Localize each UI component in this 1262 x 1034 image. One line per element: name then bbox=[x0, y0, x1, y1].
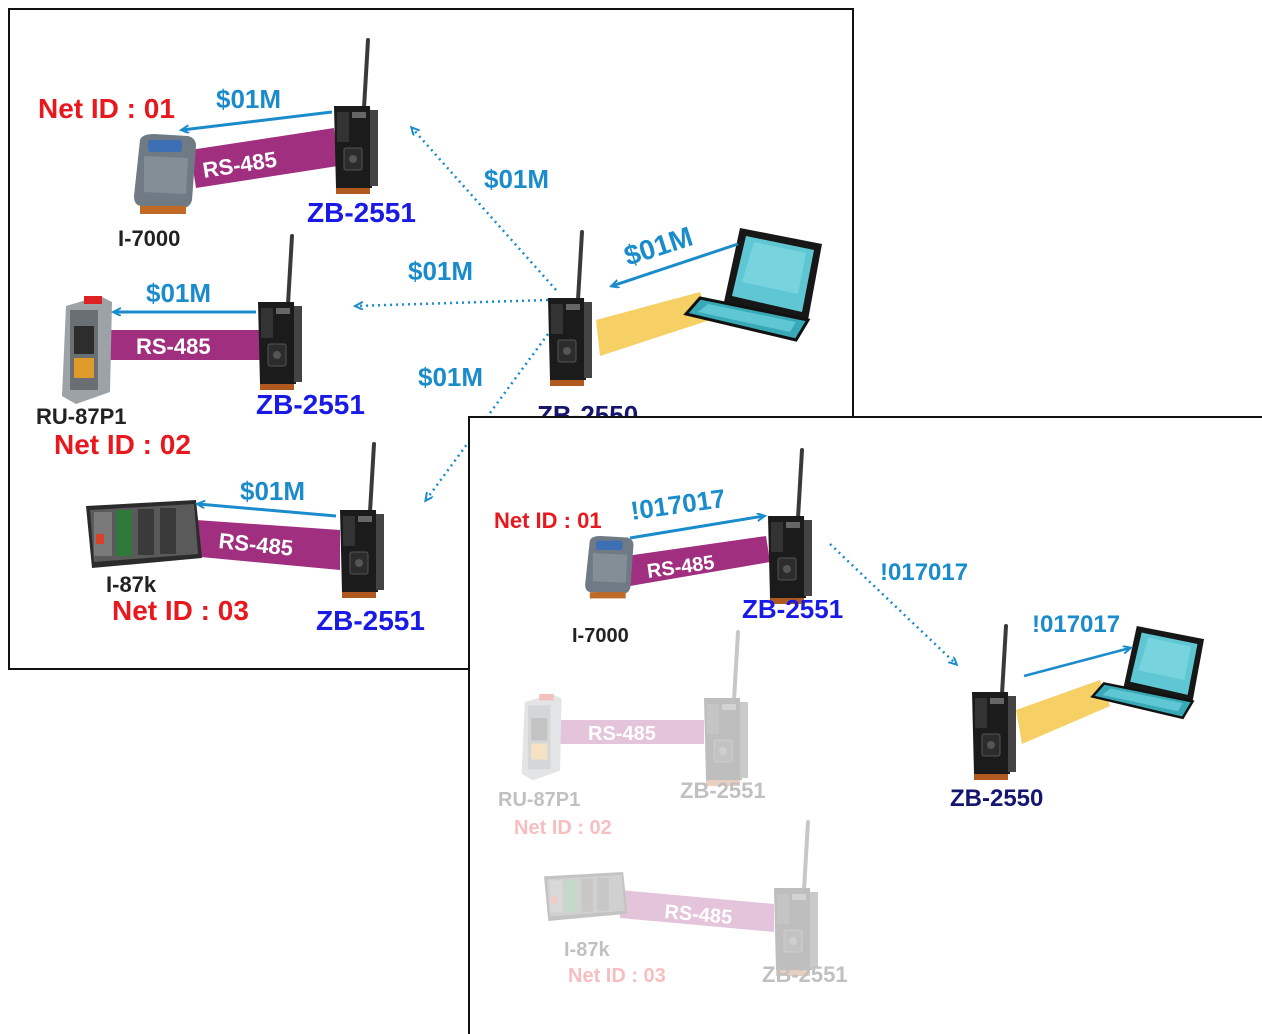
response-node-2-model: RU-87P1 bbox=[498, 789, 580, 811]
response-node-3-net-id: Net ID : 03 bbox=[568, 965, 666, 987]
response-ru87p1-icon bbox=[521, 694, 562, 781]
response-node-2-inactive: RS-485 RU-87P1 Net ID : 02 ZB-2551 bbox=[498, 630, 766, 839]
node-1-device: ZB-2551 bbox=[307, 197, 416, 228]
rs485-band-3 bbox=[190, 520, 340, 570]
node-3-net-id: Net ID : 03 bbox=[112, 595, 249, 626]
node-3-command: $01M bbox=[240, 476, 305, 506]
response-node-2-device: ZB-2551 bbox=[680, 778, 766, 803]
node-1-model: I-7000 bbox=[118, 226, 180, 251]
response-wireless-link bbox=[829, 543, 956, 664]
usb-link-band bbox=[596, 292, 710, 356]
response-node-2-net-id: Net ID : 02 bbox=[514, 817, 612, 839]
node-3-model: I-87k bbox=[106, 572, 157, 597]
node-2-device: ZB-2551 bbox=[256, 389, 365, 420]
node-3-device: ZB-2551 bbox=[316, 605, 425, 636]
response-node-1-arrow bbox=[629, 516, 764, 540]
response-rs485-band-1 bbox=[626, 536, 770, 586]
response-zigbee-device-3-icon bbox=[772, 820, 820, 978]
rs485-band-2 bbox=[100, 330, 260, 360]
response-rs485-label-2: RS-485 bbox=[588, 723, 656, 745]
response-converter-name: ZB-2550 bbox=[950, 785, 1043, 812]
wireless-link-2 bbox=[356, 298, 549, 306]
response-rs485-band-2 bbox=[560, 720, 704, 744]
response-pc-arrow bbox=[1023, 648, 1130, 678]
rs485-band-1 bbox=[190, 128, 338, 188]
response-usb-band bbox=[1016, 680, 1110, 744]
wireless-link-1 bbox=[412, 128, 557, 291]
response-node-1-net-id: Net ID : 01 bbox=[494, 508, 602, 533]
response-panel bbox=[468, 416, 1262, 1034]
wireless-link-1-label: $01M bbox=[484, 164, 549, 194]
response-node-1-command: !017017 bbox=[629, 483, 728, 526]
node-1-command-arrow bbox=[182, 110, 333, 130]
node-2-command: $01M bbox=[146, 278, 211, 308]
rs485-label-2: RS-485 bbox=[136, 334, 211, 359]
response-wireless-label: !017017 bbox=[880, 559, 968, 586]
node-2-net-id: Net ID : 02 bbox=[54, 429, 191, 460]
response-zigbee-device-1-icon bbox=[766, 448, 814, 606]
response-zigbee-device-2-icon bbox=[702, 630, 750, 788]
response-node-3-inactive: RS-485 I-87k Net ID : 03 ZB-2551 bbox=[544, 820, 848, 987]
node-3-command-arrow bbox=[198, 504, 337, 518]
response-node-3-model: I-87k bbox=[564, 939, 610, 961]
response-i7000-icon bbox=[585, 536, 634, 599]
response-converter-icon bbox=[970, 624, 1018, 782]
response-rs485-band-3 bbox=[620, 890, 774, 932]
node-1-net-id: Net ID : 01 bbox=[38, 93, 175, 124]
response-rs485-label-3: RS-485 bbox=[664, 901, 733, 929]
wireless-link-2-label: $01M bbox=[408, 256, 473, 286]
node-2-model: RU-87P1 bbox=[36, 404, 126, 429]
response-i87k-icon bbox=[544, 872, 628, 921]
response-node-3-device: ZB-2551 bbox=[762, 962, 848, 987]
response-node-1-device: ZB-2551 bbox=[742, 594, 843, 624]
response-node-1-model: I-7000 bbox=[572, 625, 629, 647]
wireless-link-3-label: $01M bbox=[418, 362, 483, 392]
response-pc-command: !017017 bbox=[1032, 611, 1120, 638]
pc-command-arrow bbox=[612, 242, 739, 286]
node-1-command: $01M bbox=[216, 84, 281, 114]
